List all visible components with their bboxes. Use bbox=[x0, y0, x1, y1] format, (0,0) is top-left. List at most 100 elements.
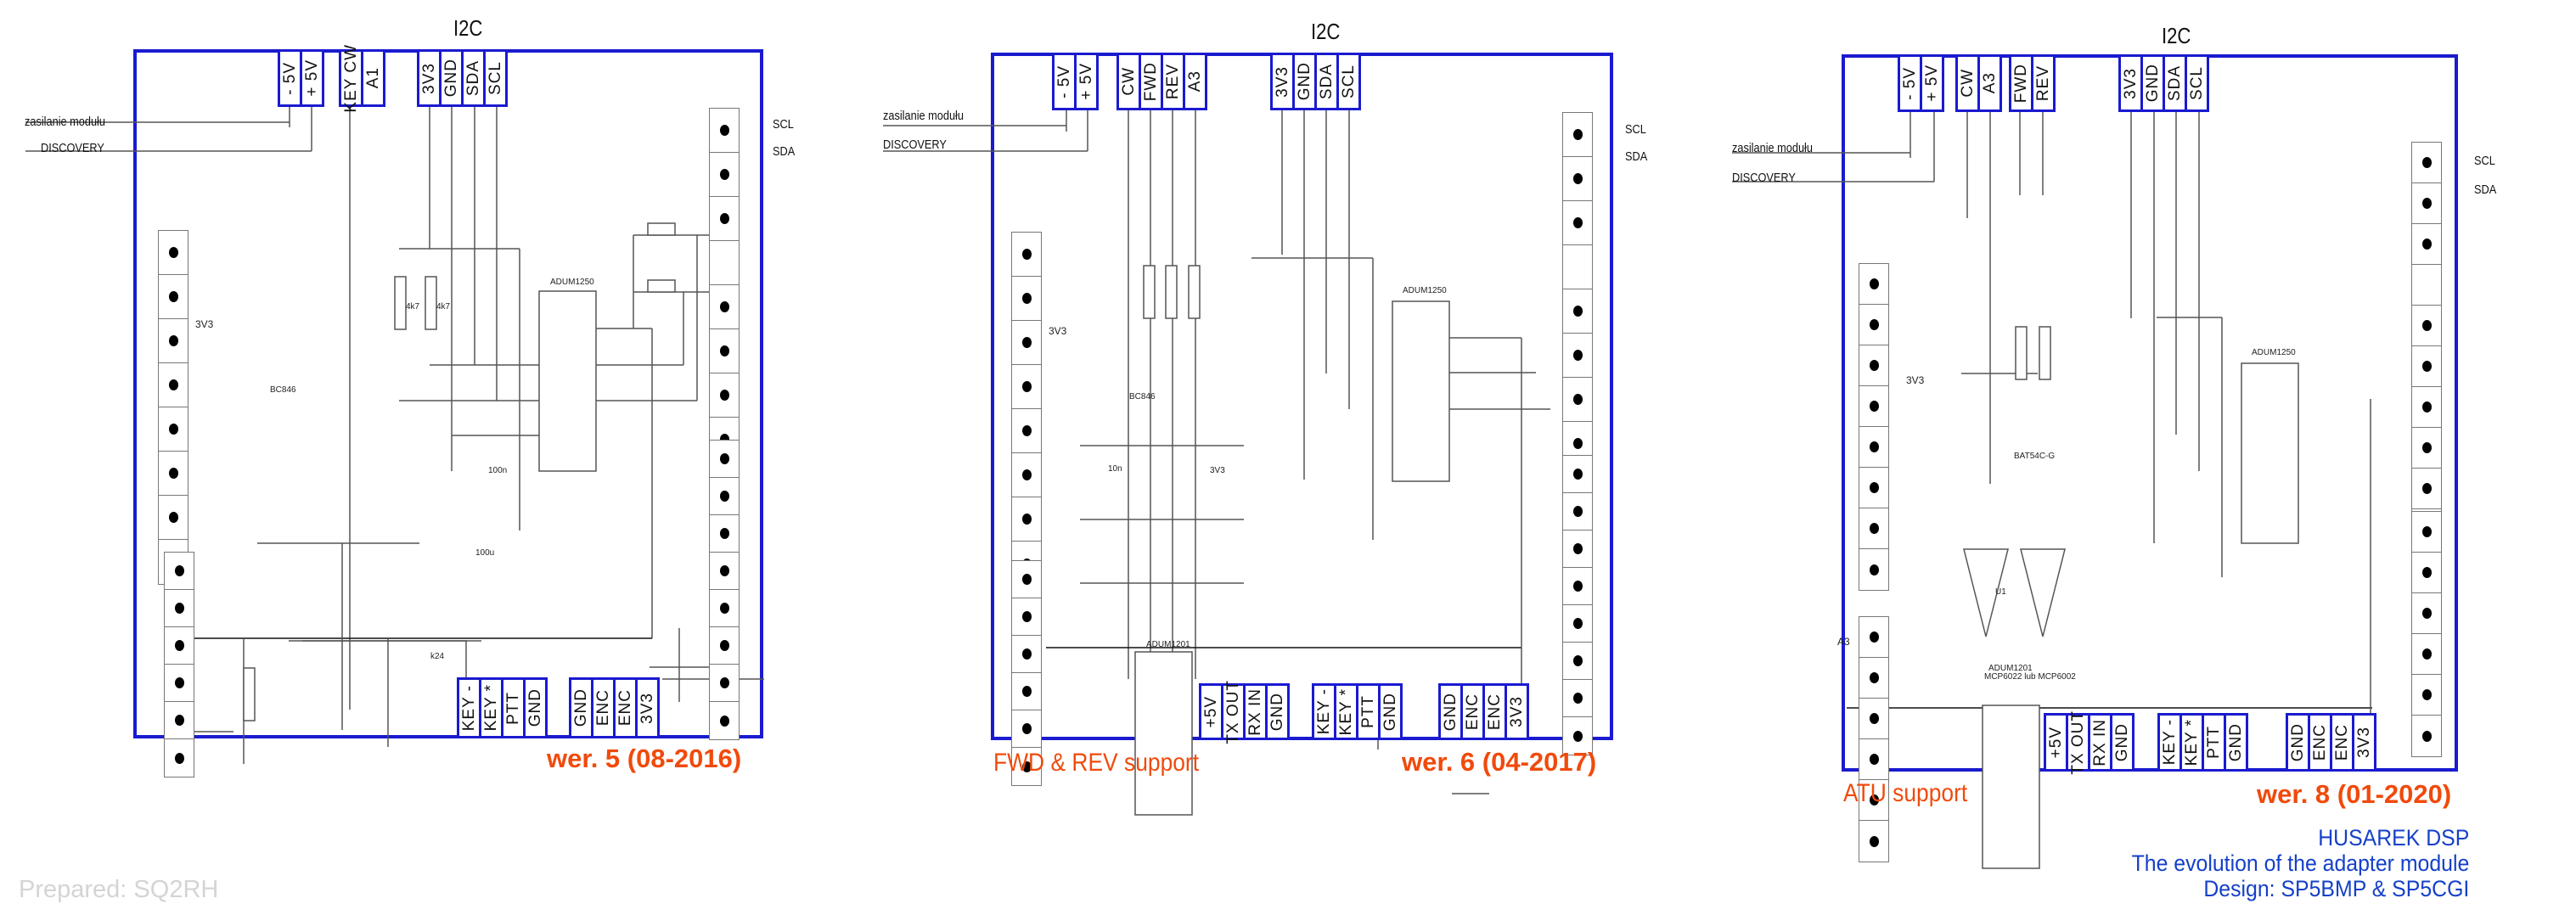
a3-label-p3: A3 bbox=[1837, 636, 1850, 648]
pin: +5V bbox=[1199, 683, 1223, 740]
pin: SCL bbox=[1336, 53, 1361, 110]
pin: ENC bbox=[613, 677, 638, 738]
panel-3-version-label: wer. 8 (01-2020) bbox=[2257, 779, 2452, 809]
panel-1-key-ptt-connector: KEY - KEY * PTT GND bbox=[457, 677, 548, 738]
component-bodies bbox=[243, 222, 2299, 869]
pin: GND bbox=[2286, 713, 2310, 772]
panel-2-power-connector: - 5V + 5V bbox=[1052, 53, 1099, 110]
pin: RX IN bbox=[1243, 683, 1268, 740]
pin: SDA bbox=[461, 49, 486, 107]
panel-2-version-label: wer. 6 (04-2017) bbox=[1402, 747, 1597, 777]
pin: PTT bbox=[501, 677, 526, 738]
project-subtitle: The evolution of the adapter module bbox=[2131, 850, 2469, 876]
panel-2-left-header-bottom bbox=[1011, 560, 1042, 786]
transistor-label-p2: BC846 bbox=[1129, 392, 1156, 401]
pin: + 5V bbox=[300, 49, 324, 107]
pullup-label-p1b: 4k7 bbox=[436, 302, 451, 312]
panel-3-key-ptt-connector: KEY - KEY * PTT GND bbox=[2157, 713, 2248, 772]
panel-3-right-header-bottom bbox=[2411, 511, 2442, 757]
panel-2-sda-label: SDA bbox=[1625, 149, 1648, 164]
cap-100n-label-p1: 100n bbox=[488, 466, 507, 475]
cap-100u-label-p1: 100u bbox=[475, 548, 494, 558]
pin: +5V bbox=[2044, 713, 2068, 772]
panel-3-scl-label: SCL bbox=[2474, 154, 2495, 168]
cap-10n-label-p2: 10n bbox=[1108, 464, 1122, 474]
pin: A1 bbox=[361, 49, 385, 107]
prepared-by-label: Prepared: SQ2RH bbox=[19, 876, 219, 903]
ic-adum1201-p2 bbox=[1134, 651, 1193, 816]
panel-1-scl-label: SCL bbox=[773, 117, 794, 132]
pin: ENC bbox=[1482, 683, 1507, 740]
pin: KEY - bbox=[457, 677, 481, 738]
panel-2-scl-label: SCL bbox=[1625, 122, 1646, 137]
ic-adum1201-p3 bbox=[1982, 704, 2040, 869]
pin: KEY * bbox=[2179, 713, 2204, 772]
pin: GND bbox=[1378, 683, 1403, 740]
pin: TX OUT bbox=[1221, 680, 1246, 744]
isolator-label-p2: ADUM1250 bbox=[1403, 286, 1447, 295]
ic-adum1250-p2 bbox=[1392, 300, 1450, 482]
pin: ENC bbox=[591, 677, 616, 738]
pin: GND bbox=[523, 677, 548, 738]
pin: GND bbox=[2224, 713, 2248, 772]
panel-3-power-connector: - 5V + 5V bbox=[1898, 54, 1944, 112]
panel-3-left-header-bottom bbox=[1859, 616, 1889, 862]
pin: ENC bbox=[1460, 683, 1485, 740]
rail-label-p3: 3V3 bbox=[1906, 374, 1925, 386]
u1-label: U1 bbox=[1995, 587, 2006, 597]
pin: 3V3 bbox=[635, 677, 660, 738]
panel-1-key-connector: KEY CW A1 bbox=[339, 44, 385, 112]
panel-1-right-header-bottom bbox=[709, 440, 740, 740]
pin: REV bbox=[2031, 54, 2056, 112]
panel-2-signal-connector: CW FWD REV A3 bbox=[1116, 53, 1207, 110]
panel-2-i2c-connector: 3V3 GND SDA SCL bbox=[1270, 53, 1361, 110]
opamp-label: MCP6022 lub MCP6002 bbox=[1984, 672, 2076, 682]
pin: PTT bbox=[2202, 713, 2226, 772]
pin: - 5V bbox=[1052, 53, 1077, 110]
panel-3-encoder-connector: GND ENC ENC 3V3 bbox=[2286, 713, 2376, 772]
panel-1-left-header-top bbox=[158, 230, 188, 585]
pin: 3V3 bbox=[1270, 53, 1295, 110]
pin: + 5V bbox=[1074, 53, 1099, 110]
panel-3-power-label: zasilanie modułu bbox=[1732, 141, 1813, 155]
panel-1-left-header-bottom bbox=[164, 552, 194, 777]
panel-2-encoder-connector: GND ENC ENC 3V3 bbox=[1438, 683, 1529, 740]
panel-1-discovery-label: DISCOVERY bbox=[41, 141, 104, 155]
panel-1-frame bbox=[133, 49, 763, 738]
pin: FWD bbox=[2009, 54, 2033, 112]
pin: GND bbox=[1438, 683, 1463, 740]
panel-3-left-header-top bbox=[1859, 263, 1889, 591]
panel-2-left-header-top bbox=[1011, 232, 1042, 587]
pin: GND bbox=[2110, 713, 2134, 772]
pin: CW bbox=[1955, 54, 1980, 112]
panel-3-feature-label: ATU support bbox=[1843, 779, 1968, 807]
pin: 3V3 bbox=[2118, 54, 2143, 112]
panel-3-serial-connector: +5V TX OUT RX IN GND bbox=[2044, 710, 2134, 774]
pin: SCL bbox=[2185, 54, 2209, 112]
pin: 3V3 bbox=[2352, 713, 2376, 772]
pin: RX IN bbox=[2088, 713, 2112, 772]
panel-2-power-label: zasilanie modułu bbox=[883, 109, 964, 123]
project-title: HUSAREK DSP bbox=[2317, 825, 2469, 850]
pullup-label-p1: 4k7 bbox=[406, 302, 420, 312]
panel-3-discovery-label: DISCOVERY bbox=[1732, 171, 1796, 185]
pin: GND bbox=[1292, 53, 1317, 110]
pin: GND bbox=[439, 49, 464, 107]
panel-2-key-ptt-connector: KEY - KEY * PTT GND bbox=[1312, 683, 1403, 740]
isolator-label-p3: ADUM1250 bbox=[2252, 348, 2296, 357]
isolator-label-p1: ADUM1250 bbox=[550, 278, 594, 287]
panel-3-i2c-connector: 3V3 GND SDA SCL bbox=[2118, 54, 2209, 112]
pin: GND bbox=[569, 677, 593, 738]
pin: FWD bbox=[1139, 53, 1163, 110]
panel-3-wiring bbox=[1732, 110, 2372, 770]
panel-3-swr-connector: FWD REV bbox=[2009, 54, 2056, 112]
pin: + 5V bbox=[1920, 54, 1944, 112]
pin: KEY CW bbox=[339, 44, 363, 112]
panel-2-feature-label: FWD & REV support bbox=[993, 749, 1200, 777]
panel-1-i2c-connector: 3V3 GND SDA SCL bbox=[417, 49, 508, 107]
pin: REV bbox=[1161, 53, 1185, 110]
panel-1-sda-label: SDA bbox=[773, 144, 796, 159]
panel-1-version-label: wer. 5 (08-2016) bbox=[547, 744, 742, 773]
pin: SCL bbox=[483, 49, 508, 107]
